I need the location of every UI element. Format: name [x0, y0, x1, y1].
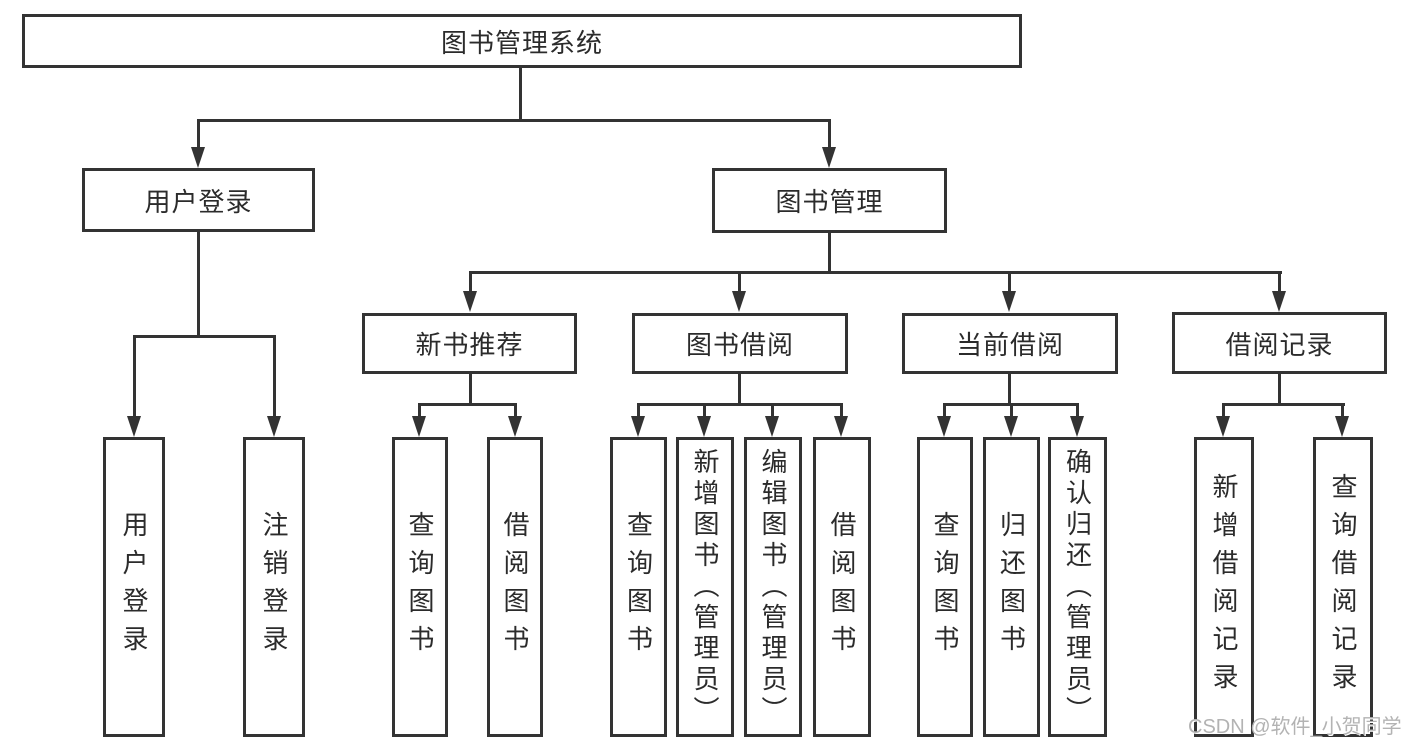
node-label: 借阅记录: [1225, 329, 1334, 360]
leaf-add-borrow-record: 新增借阅记录: [1194, 437, 1254, 737]
node-label: 图书管理系统: [440, 27, 603, 58]
connector-line: [637, 403, 640, 417]
connector-line: [133, 335, 136, 417]
node-current-borrow: 当前借阅: [902, 313, 1118, 374]
connector-line: [1008, 271, 1011, 292]
connector-line: [469, 271, 472, 292]
arrow-down-icon: [834, 416, 848, 437]
leaf-return-book: 归还图书: [983, 437, 1040, 737]
connector-line: [943, 403, 946, 417]
connector-line: [1010, 403, 1013, 417]
leaf-label: 编辑图书（管理员）: [758, 447, 788, 727]
leaf-label: 查询图书: [405, 511, 435, 663]
arrow-down-icon: [822, 147, 836, 168]
connector-line: [469, 374, 472, 405]
connector-line: [828, 119, 831, 148]
leaf-edit-book-admin: 编辑图书（管理员）: [744, 437, 802, 737]
leaf-label: 借阅图书: [500, 511, 530, 663]
node-label: 图书借阅: [685, 330, 794, 360]
leaf-label: 查询图书: [930, 511, 960, 663]
connector-line: [418, 403, 421, 417]
connector-line: [738, 374, 741, 405]
arrow-down-icon: [127, 416, 141, 437]
arrow-down-icon: [1004, 416, 1018, 437]
leaf-logout: 注销登录: [243, 437, 305, 737]
connector-line: [703, 403, 706, 417]
leaf-confirm-return-admin: 确认归还（管理员）: [1048, 437, 1107, 737]
leaf-query-books-recommend: 查询图书: [392, 437, 448, 737]
arrow-down-icon: [463, 291, 477, 312]
leaf-label: 注销登录: [259, 511, 289, 663]
node-book-management: 图书管理: [712, 168, 947, 233]
leaf-label: 新增图书（管理员）: [690, 447, 720, 727]
node-borrow-records: 借阅记录: [1172, 312, 1387, 374]
node-label: 当前借阅: [955, 330, 1064, 360]
connector-line: [1076, 403, 1079, 417]
node-label: 图书管理: [775, 187, 884, 217]
connector-line: [273, 335, 276, 417]
arrow-down-icon: [1335, 416, 1349, 437]
leaf-query-books-current: 查询图书: [917, 437, 973, 737]
leaf-label: 用户登录: [119, 511, 149, 663]
arrow-down-icon: [191, 147, 205, 168]
connector-line: [771, 403, 774, 417]
arrow-down-icon: [631, 416, 645, 437]
arrow-down-icon: [1002, 291, 1016, 312]
leaf-borrow-books-recommend: 借阅图书: [487, 437, 543, 737]
node-user-login: 用户登录: [82, 168, 315, 232]
leaf-label: 借阅图书: [827, 511, 857, 663]
connector-line: [738, 271, 741, 292]
arrow-down-icon: [697, 416, 711, 437]
connector-line: [514, 403, 517, 417]
node-new-book-recommend: 新书推荐: [362, 313, 577, 374]
leaf-label: 归还图书: [996, 511, 1027, 663]
arrow-down-icon: [937, 416, 951, 437]
connector-line: [1278, 271, 1281, 292]
connector-line: [840, 403, 843, 417]
connector-line: [197, 119, 200, 148]
leaf-label: 查询借阅记录: [1328, 473, 1358, 701]
arrow-down-icon: [1216, 416, 1230, 437]
connector-line: [1278, 374, 1281, 405]
connector-line: [637, 403, 843, 406]
connector-line: [197, 119, 831, 122]
connector-line: [1222, 403, 1345, 406]
arrow-down-icon: [267, 416, 281, 437]
connector-line: [1222, 403, 1225, 417]
node-label: 用户登录: [144, 186, 253, 217]
leaf-label: 新增借阅记录: [1209, 473, 1239, 701]
leaf-add-book-admin: 新增图书（管理员）: [676, 437, 734, 737]
node-library-management-system: 图书管理系统: [22, 14, 1022, 68]
leaf-user-login: 用户登录: [103, 437, 165, 737]
connector-line: [519, 68, 522, 120]
leaf-label: 查询图书: [623, 511, 654, 663]
arrow-down-icon: [1272, 291, 1286, 312]
arrow-down-icon: [412, 416, 426, 437]
node-book-borrow: 图书借阅: [632, 313, 848, 374]
leaf-label: 确认归还（管理员）: [1062, 447, 1093, 727]
connector-line: [133, 335, 276, 338]
connector-line: [418, 403, 517, 406]
arrow-down-icon: [765, 416, 779, 437]
connector-line: [469, 271, 1282, 274]
connector-line: [197, 232, 200, 337]
arrow-down-icon: [508, 416, 522, 437]
connector-line: [1008, 374, 1011, 405]
node-label: 新书推荐: [415, 330, 524, 360]
leaf-query-borrow-record: 查询借阅记录: [1313, 437, 1373, 737]
watermark: CSDN @软件_小贺同学: [1188, 716, 1402, 738]
leaf-borrow-books-borrow: 借阅图书: [813, 437, 871, 737]
arrow-down-icon: [1070, 416, 1084, 437]
connector-line: [828, 233, 831, 274]
leaf-query-books-borrow: 查询图书: [610, 437, 667, 737]
arrow-down-icon: [732, 291, 746, 312]
connector-line: [1341, 403, 1344, 417]
